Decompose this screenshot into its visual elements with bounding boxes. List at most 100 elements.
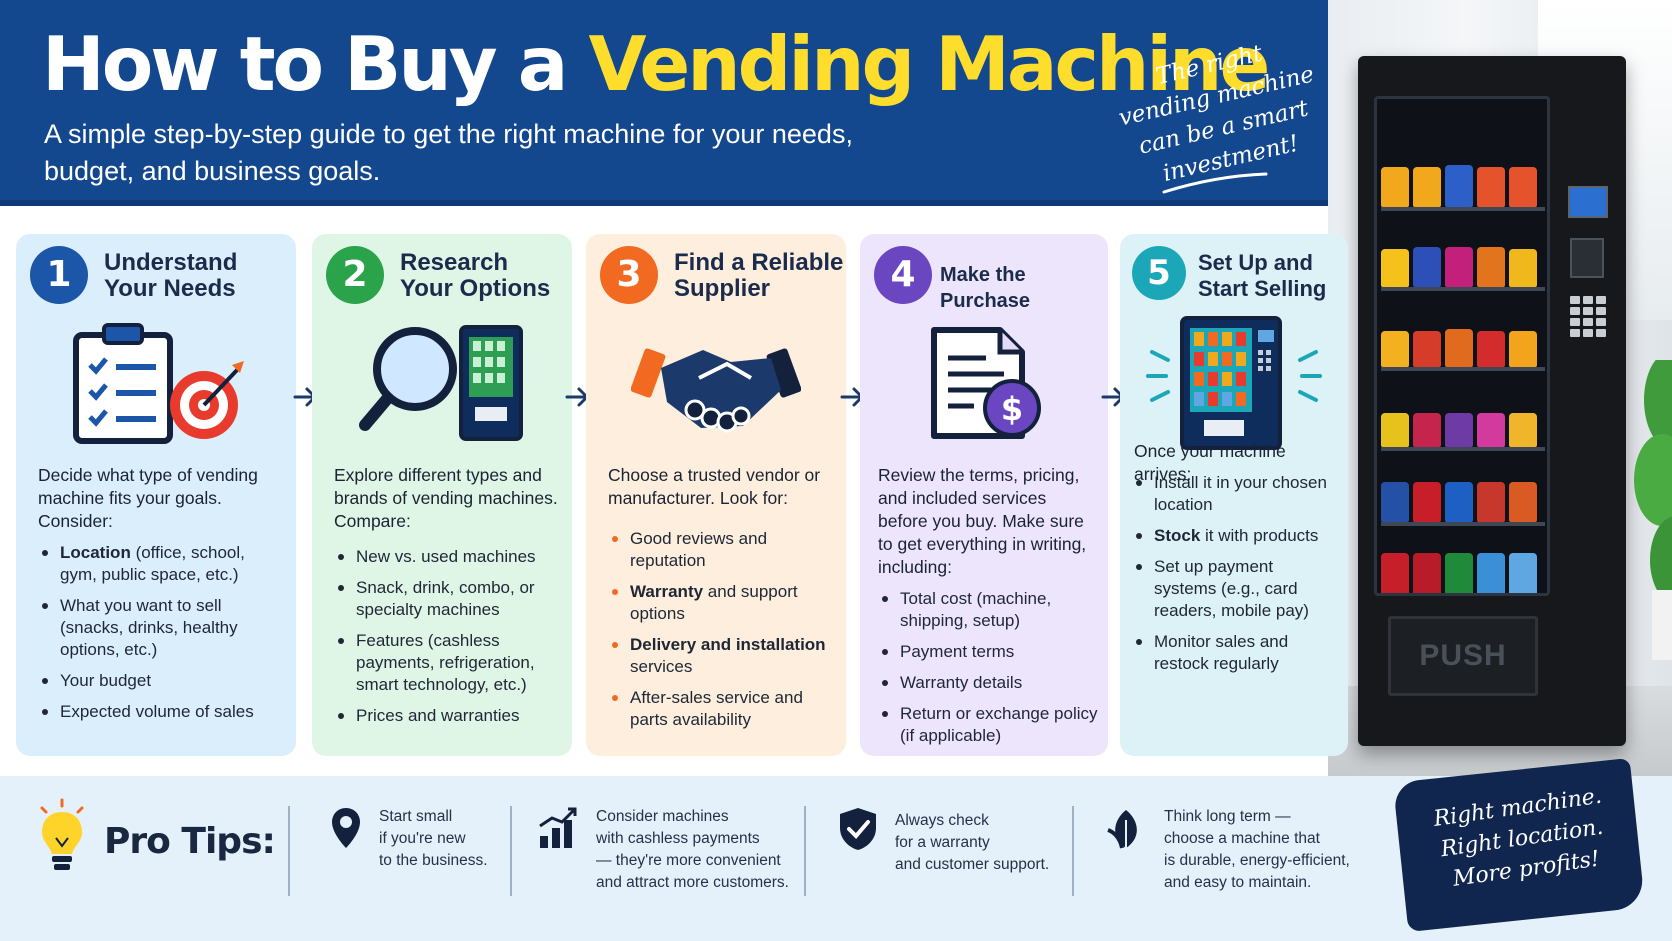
list-item: Set up payment systems (e.g., card reade… — [1134, 556, 1338, 622]
location-pin-icon — [332, 808, 360, 848]
vending-shelf — [1381, 549, 1545, 593]
vending-shelf — [1381, 399, 1545, 451]
shield-check-icon — [840, 808, 876, 850]
step-title-line: Set Up and — [1198, 250, 1313, 275]
step-icon-wrap — [586, 316, 846, 450]
title-main: How to Buy a — [42, 20, 589, 108]
step-list: Good reviews and reputation Warranty and… — [610, 528, 836, 740]
list-item: Your budget — [40, 670, 286, 692]
magnifier-vending-icon — [359, 325, 523, 441]
vending-machine-photo: PUSH — [1328, 0, 1672, 776]
vending-control-panel — [1562, 186, 1612, 466]
list-item: After-sales service and parts availabili… — [610, 687, 836, 731]
list-item: Warranty and support options — [610, 581, 836, 625]
vending-machine: PUSH — [1358, 56, 1626, 746]
tip-divider — [288, 806, 290, 896]
list-item: Monitor sales and restock regularly — [1134, 631, 1338, 675]
step-number-badge: 3 — [600, 246, 658, 304]
list-item: Prices and warranties — [336, 705, 562, 727]
list-item: Delivery and installation services — [610, 634, 836, 678]
step-title-line: Your Needs — [104, 275, 236, 302]
vending-keypad — [1570, 296, 1606, 337]
vending-shelf — [1381, 239, 1545, 291]
plant-decoration — [1634, 360, 1672, 660]
step-title-line: Make the Purchase — [940, 264, 1031, 312]
list-item: Total cost (machine, shipping, setup) — [880, 588, 1098, 632]
vending-shelf — [1381, 474, 1545, 526]
header-banner: How to Buy a Vending Machine A simple st… — [0, 0, 1328, 206]
step-number-badge: 5 — [1132, 246, 1186, 300]
page-subtitle: A simple step-by-step guide to get the r… — [44, 119, 853, 186]
svg-text:$: $ — [1001, 390, 1023, 428]
page-title: How to Buy a Vending Machine — [42, 14, 1270, 114]
step-number-badge: 2 — [326, 246, 384, 304]
step-card-4: 4 Make the Purchase $ Review the terms, … — [860, 234, 1108, 756]
vending-machine-icon — [1146, 316, 1322, 450]
step-title-line: Supplier — [674, 275, 771, 302]
invoice-dollar-icon: $ — [931, 327, 1041, 439]
tip-divider — [1072, 806, 1074, 896]
push-flap: PUSH — [1388, 616, 1538, 696]
step-intro: Once your machine arrives: — [1134, 441, 1286, 484]
step-icon-wrap: $ — [860, 316, 1108, 450]
tip-divider — [804, 806, 806, 896]
step-intro: Review the terms, pricing, and included … — [878, 465, 1087, 577]
card-reader — [1570, 238, 1604, 278]
step-title-line: Understand — [104, 249, 238, 276]
leaf-icon — [1107, 810, 1137, 856]
list-item: What you want to sell (snacks, drinks, h… — [40, 595, 286, 661]
step-intro: Explore different types and brands of ve… — [334, 465, 558, 531]
clipboard-target-icon — [73, 323, 244, 444]
step-number-badge: 4 — [874, 246, 932, 304]
list-item: Features (cashless payments, refrigerati… — [336, 630, 562, 696]
step-title-line: Research — [400, 249, 509, 276]
step-list: New vs. used machines Snack, drink, comb… — [336, 546, 562, 736]
pro-tips-label: Pro Tips: — [104, 821, 276, 862]
list-item: Payment terms — [880, 641, 1098, 663]
step-intro: Decide what type of vending machine fits… — [38, 465, 258, 531]
step-list: Install it in your chosen location Stock… — [1134, 472, 1338, 684]
list-item: Expected volume of sales — [40, 701, 286, 723]
list-item: Return or exchange policy (if applicable… — [880, 703, 1098, 747]
vending-shelf — [1381, 159, 1545, 211]
step-icon-wrap — [16, 316, 296, 450]
handshake-icon — [631, 348, 801, 433]
vending-screen — [1568, 186, 1608, 218]
list-item: Stock it with products — [1134, 525, 1338, 547]
lightbulb-icon — [40, 798, 84, 870]
step-title-line: Your Options — [400, 275, 551, 302]
vending-glass — [1374, 96, 1550, 596]
pro-tips-bar — [0, 776, 1672, 941]
list-item: Install it in your chosen location — [1134, 472, 1338, 516]
step-list: Location (office, school, gym, public sp… — [40, 542, 286, 732]
list-item: New vs. used machines — [336, 546, 562, 568]
step-icon-wrap — [312, 316, 572, 450]
step-title-line: Start Selling — [1198, 276, 1327, 301]
step-title: Make the Purchase — [940, 262, 1108, 314]
list-item: Warranty details — [880, 672, 1098, 694]
growth-chart-icon — [539, 807, 577, 848]
step-number-badge: 1 — [30, 246, 88, 304]
title-highlight: Vending Machine — [588, 20, 1270, 108]
list-item: Location (office, school, gym, public sp… — [40, 542, 286, 586]
tip-divider — [510, 806, 512, 896]
callout-underline — [1162, 172, 1268, 194]
vending-shelf — [1381, 319, 1545, 371]
list-item: Snack, drink, combo, or specialty machin… — [336, 577, 562, 621]
step-icon-wrap — [1120, 316, 1348, 450]
step-list: Total cost (machine, shipping, setup) Pa… — [880, 588, 1098, 756]
list-item: Good reviews and reputation — [610, 528, 836, 572]
step-intro: Choose a trusted vendor or manufacturer.… — [608, 465, 821, 508]
step-title-line: Find a Reliable — [674, 249, 844, 276]
